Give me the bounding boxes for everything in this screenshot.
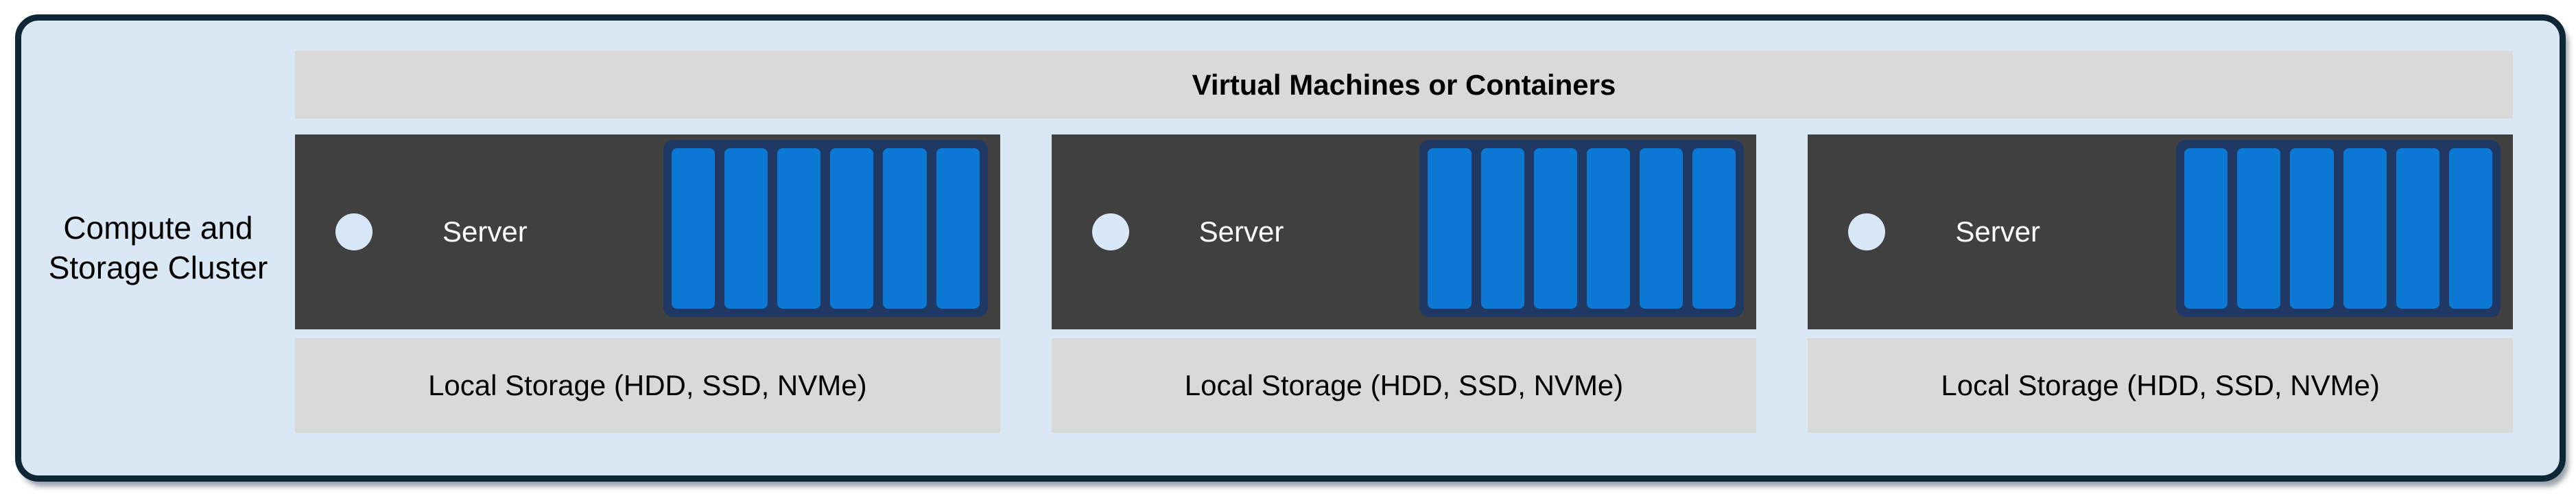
local-storage-row: Local Storage (HDD, SSD, NVMe) Local Sto… xyxy=(295,338,2514,433)
server-block-3: Server xyxy=(1808,134,2514,329)
drive-bay xyxy=(671,148,715,309)
server-block-1: Server xyxy=(295,134,1000,329)
power-led-icon xyxy=(1091,213,1129,250)
drive-bay-group xyxy=(2176,140,2501,317)
drive-bay xyxy=(936,148,980,309)
drive-bay xyxy=(777,148,821,309)
server-label: Server xyxy=(1955,215,2041,248)
server-label: Server xyxy=(442,215,528,248)
vm-containers-header-bar: Virtual Machines or Containers xyxy=(295,51,2513,119)
drive-bay xyxy=(724,148,768,309)
server-block-2: Server xyxy=(1051,134,1757,329)
drive-bay xyxy=(2237,148,2281,309)
server-row: Server Server Server xyxy=(295,134,2514,329)
drive-bay xyxy=(1692,148,1736,309)
drive-bay xyxy=(2396,148,2439,309)
cluster-label-line-1: Compute and xyxy=(63,210,253,246)
drive-bay xyxy=(1640,148,1683,309)
drive-bay xyxy=(2448,148,2493,309)
vm-containers-header-label: Virtual Machines or Containers xyxy=(1192,68,1616,101)
drive-bay xyxy=(1533,148,1577,309)
local-storage-label: Local Storage (HDD, SSD, NVMe) xyxy=(428,369,867,401)
drive-bay xyxy=(1480,148,1524,309)
local-storage-bar-2: Local Storage (HDD, SSD, NVMe) xyxy=(1051,338,1757,433)
drive-bay xyxy=(1428,148,1472,309)
drive-bay xyxy=(2184,148,2228,309)
drive-bay xyxy=(883,148,927,309)
cluster-label-line-2: Storage Cluster xyxy=(48,249,268,285)
server-label: Server xyxy=(1198,215,1284,248)
drive-bay-group xyxy=(663,140,988,317)
local-storage-label: Local Storage (HDD, SSD, NVMe) xyxy=(1184,369,1624,401)
local-storage-bar-3: Local Storage (HDD, SSD, NVMe) xyxy=(1808,338,2514,433)
drive-bay xyxy=(2343,148,2387,309)
drive-bay-group xyxy=(1419,140,1745,317)
power-led-icon xyxy=(335,213,373,250)
local-storage-label: Local Storage (HDD, SSD, NVMe) xyxy=(1941,369,2380,401)
local-storage-bar-1: Local Storage (HDD, SSD, NVMe) xyxy=(295,338,1000,433)
cluster-label: Compute and Storage Cluster xyxy=(21,14,295,482)
drive-bay xyxy=(2290,148,2334,309)
drive-bay xyxy=(1586,148,1631,309)
drive-bay xyxy=(830,148,874,309)
power-led-icon xyxy=(1848,213,1886,250)
